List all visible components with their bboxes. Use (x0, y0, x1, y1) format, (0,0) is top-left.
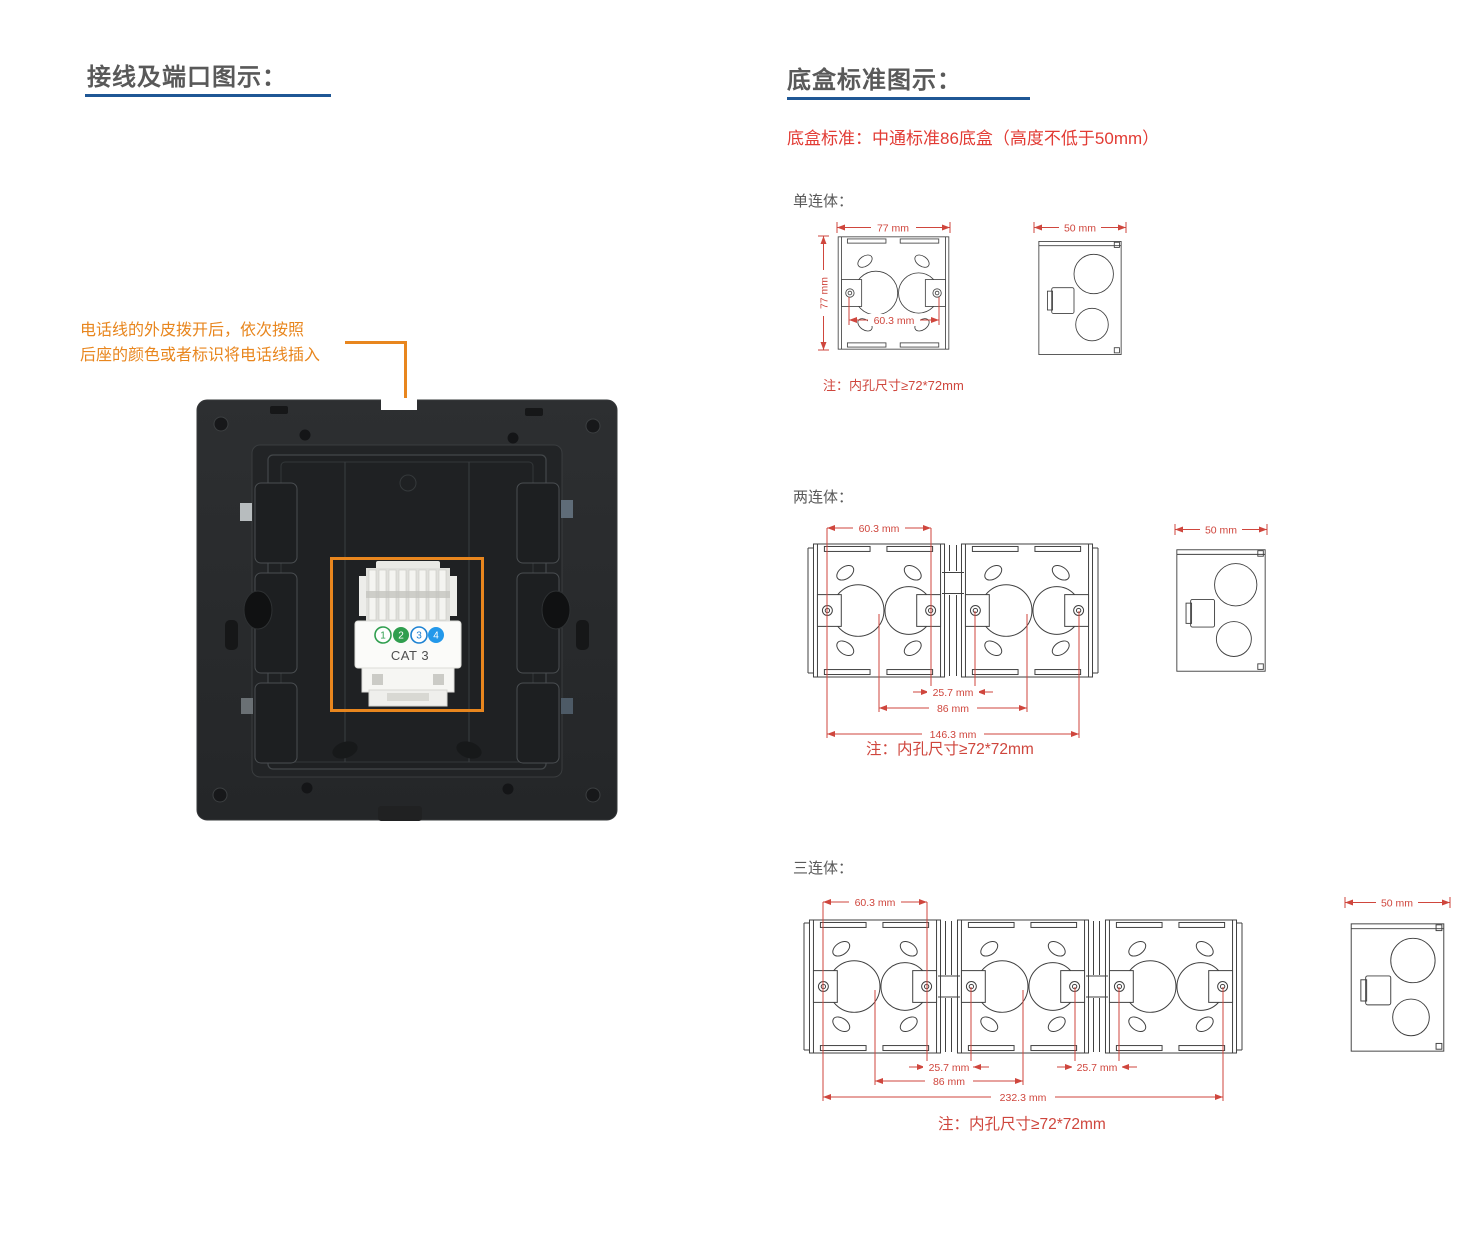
double-front-drawing: 60.3 mm 25.7 mm 86 mm 146.3 mm (807, 522, 1099, 741)
port-badge-2 (393, 627, 409, 643)
callout-line-1: 电话线的外皮拨开后，依次按照 (80, 322, 305, 339)
metal-clip (240, 503, 252, 521)
mount-hole (299, 429, 311, 441)
keystone-module: 1 2 3 4 CAT 3 (354, 561, 462, 707)
module-hole (433, 674, 444, 685)
dim-label: 50 mm (1381, 898, 1413, 910)
right-section-title: 底盒标准图示： (787, 67, 962, 94)
dim-label: 50 mm (1205, 525, 1237, 537)
wiring-callout: 电话线的外皮拨开后，依次按照 后座的颜色或者标识将电话线插入 (80, 318, 320, 368)
section-label-double: 两连体： (793, 489, 854, 506)
side-oval-hole (243, 590, 273, 630)
module-hole (372, 674, 383, 685)
dim-label: 86 mm (937, 703, 969, 715)
dim-label: 25.7 mm (929, 1062, 970, 1074)
left-title-underline (85, 94, 331, 97)
wallplate-photo: 1 2 3 4 CAT 3 (196, 398, 618, 821)
clip-column (254, 682, 298, 764)
dim-label: 25.7 mm (933, 687, 974, 699)
plate-bottom-tab (378, 806, 422, 821)
port-badge-4 (428, 627, 444, 643)
bottom-oval-hole (332, 741, 358, 759)
dim-label: 146.3 mm (930, 729, 977, 741)
dim-label: 25.7 mm (1077, 1062, 1118, 1074)
edge-slot (525, 408, 543, 416)
plate-top-notch (381, 398, 417, 410)
clip-column (254, 482, 298, 564)
dim-label: 86 mm (933, 1076, 965, 1088)
box-standard-subtitle: 底盒标准：中通标准86底盒（高度不低于50mm） (787, 129, 1160, 148)
note-single: 注：内孔尺寸≥72*72mm (823, 378, 964, 393)
section-label-triple: 三连体： (793, 860, 854, 877)
clip-column (516, 482, 560, 564)
single-front-drawing: 77 mm 77 mm 60.3 mm (817, 221, 951, 351)
single-side-drawing: 50 mm (1033, 221, 1127, 356)
callout-leader-horizontal (345, 341, 406, 344)
metal-clip (561, 698, 573, 714)
bottom-oval-hole (456, 741, 482, 759)
corner-screw (212, 787, 228, 803)
dim-label: 60.3 mm (855, 897, 896, 909)
port-number: 3 (416, 631, 422, 642)
triple-side-drawing: 50 mm (1344, 896, 1451, 1052)
dim-label: 77 mm (819, 277, 831, 309)
side-oval-hole (541, 590, 571, 630)
dim-label: 60.3 mm (859, 523, 900, 535)
port-badge-1 (374, 626, 392, 644)
metal-clip (241, 698, 253, 714)
edge-slot (225, 620, 238, 650)
module-wing (359, 576, 366, 616)
dim-label: 232.3 mm (1000, 1092, 1047, 1104)
edge-slot (576, 620, 589, 650)
port-number: 1 (380, 631, 386, 642)
port-number: 4 (433, 631, 439, 642)
callout-line-2: 后座的颜色或者标识将电话线插入 (80, 347, 321, 364)
module-latch-notch (387, 693, 429, 701)
dim-label: 50 mm (1064, 223, 1096, 235)
module-highlight-rect (330, 557, 484, 712)
port-badge-3 (410, 626, 428, 644)
idc-shadow-band (366, 591, 450, 598)
dim-label: 77 mm (877, 223, 909, 235)
mount-hole (507, 432, 519, 444)
note-triple: 注：内孔尺寸≥72*72mm (938, 1116, 1106, 1133)
double-side-drawing: 50 mm (1174, 523, 1268, 672)
note-double: 注：内孔尺寸≥72*72mm (866, 741, 1034, 758)
section-label-single: 单连体： (793, 193, 854, 210)
edge-slot (270, 406, 288, 414)
mount-hole (301, 782, 313, 794)
right-title-underline (787, 97, 1030, 100)
corner-screw (585, 787, 601, 803)
port-number: 2 (398, 631, 404, 642)
module-wing (450, 576, 457, 616)
metal-clip (561, 500, 573, 518)
mount-hole (502, 783, 514, 795)
dim-label: 60.3 mm (874, 315, 915, 327)
frame-hole (399, 474, 417, 492)
triple-front-drawing: 60.3 mm 25.7 mm 25.7 mm 86 mm 232.3 mm (803, 896, 1243, 1104)
corner-screw (585, 418, 601, 434)
clip-column (516, 682, 560, 764)
left-section-title: 接线及端口图示： (87, 64, 287, 91)
corner-screw (213, 416, 229, 432)
module-label: CAT 3 (391, 648, 429, 663)
